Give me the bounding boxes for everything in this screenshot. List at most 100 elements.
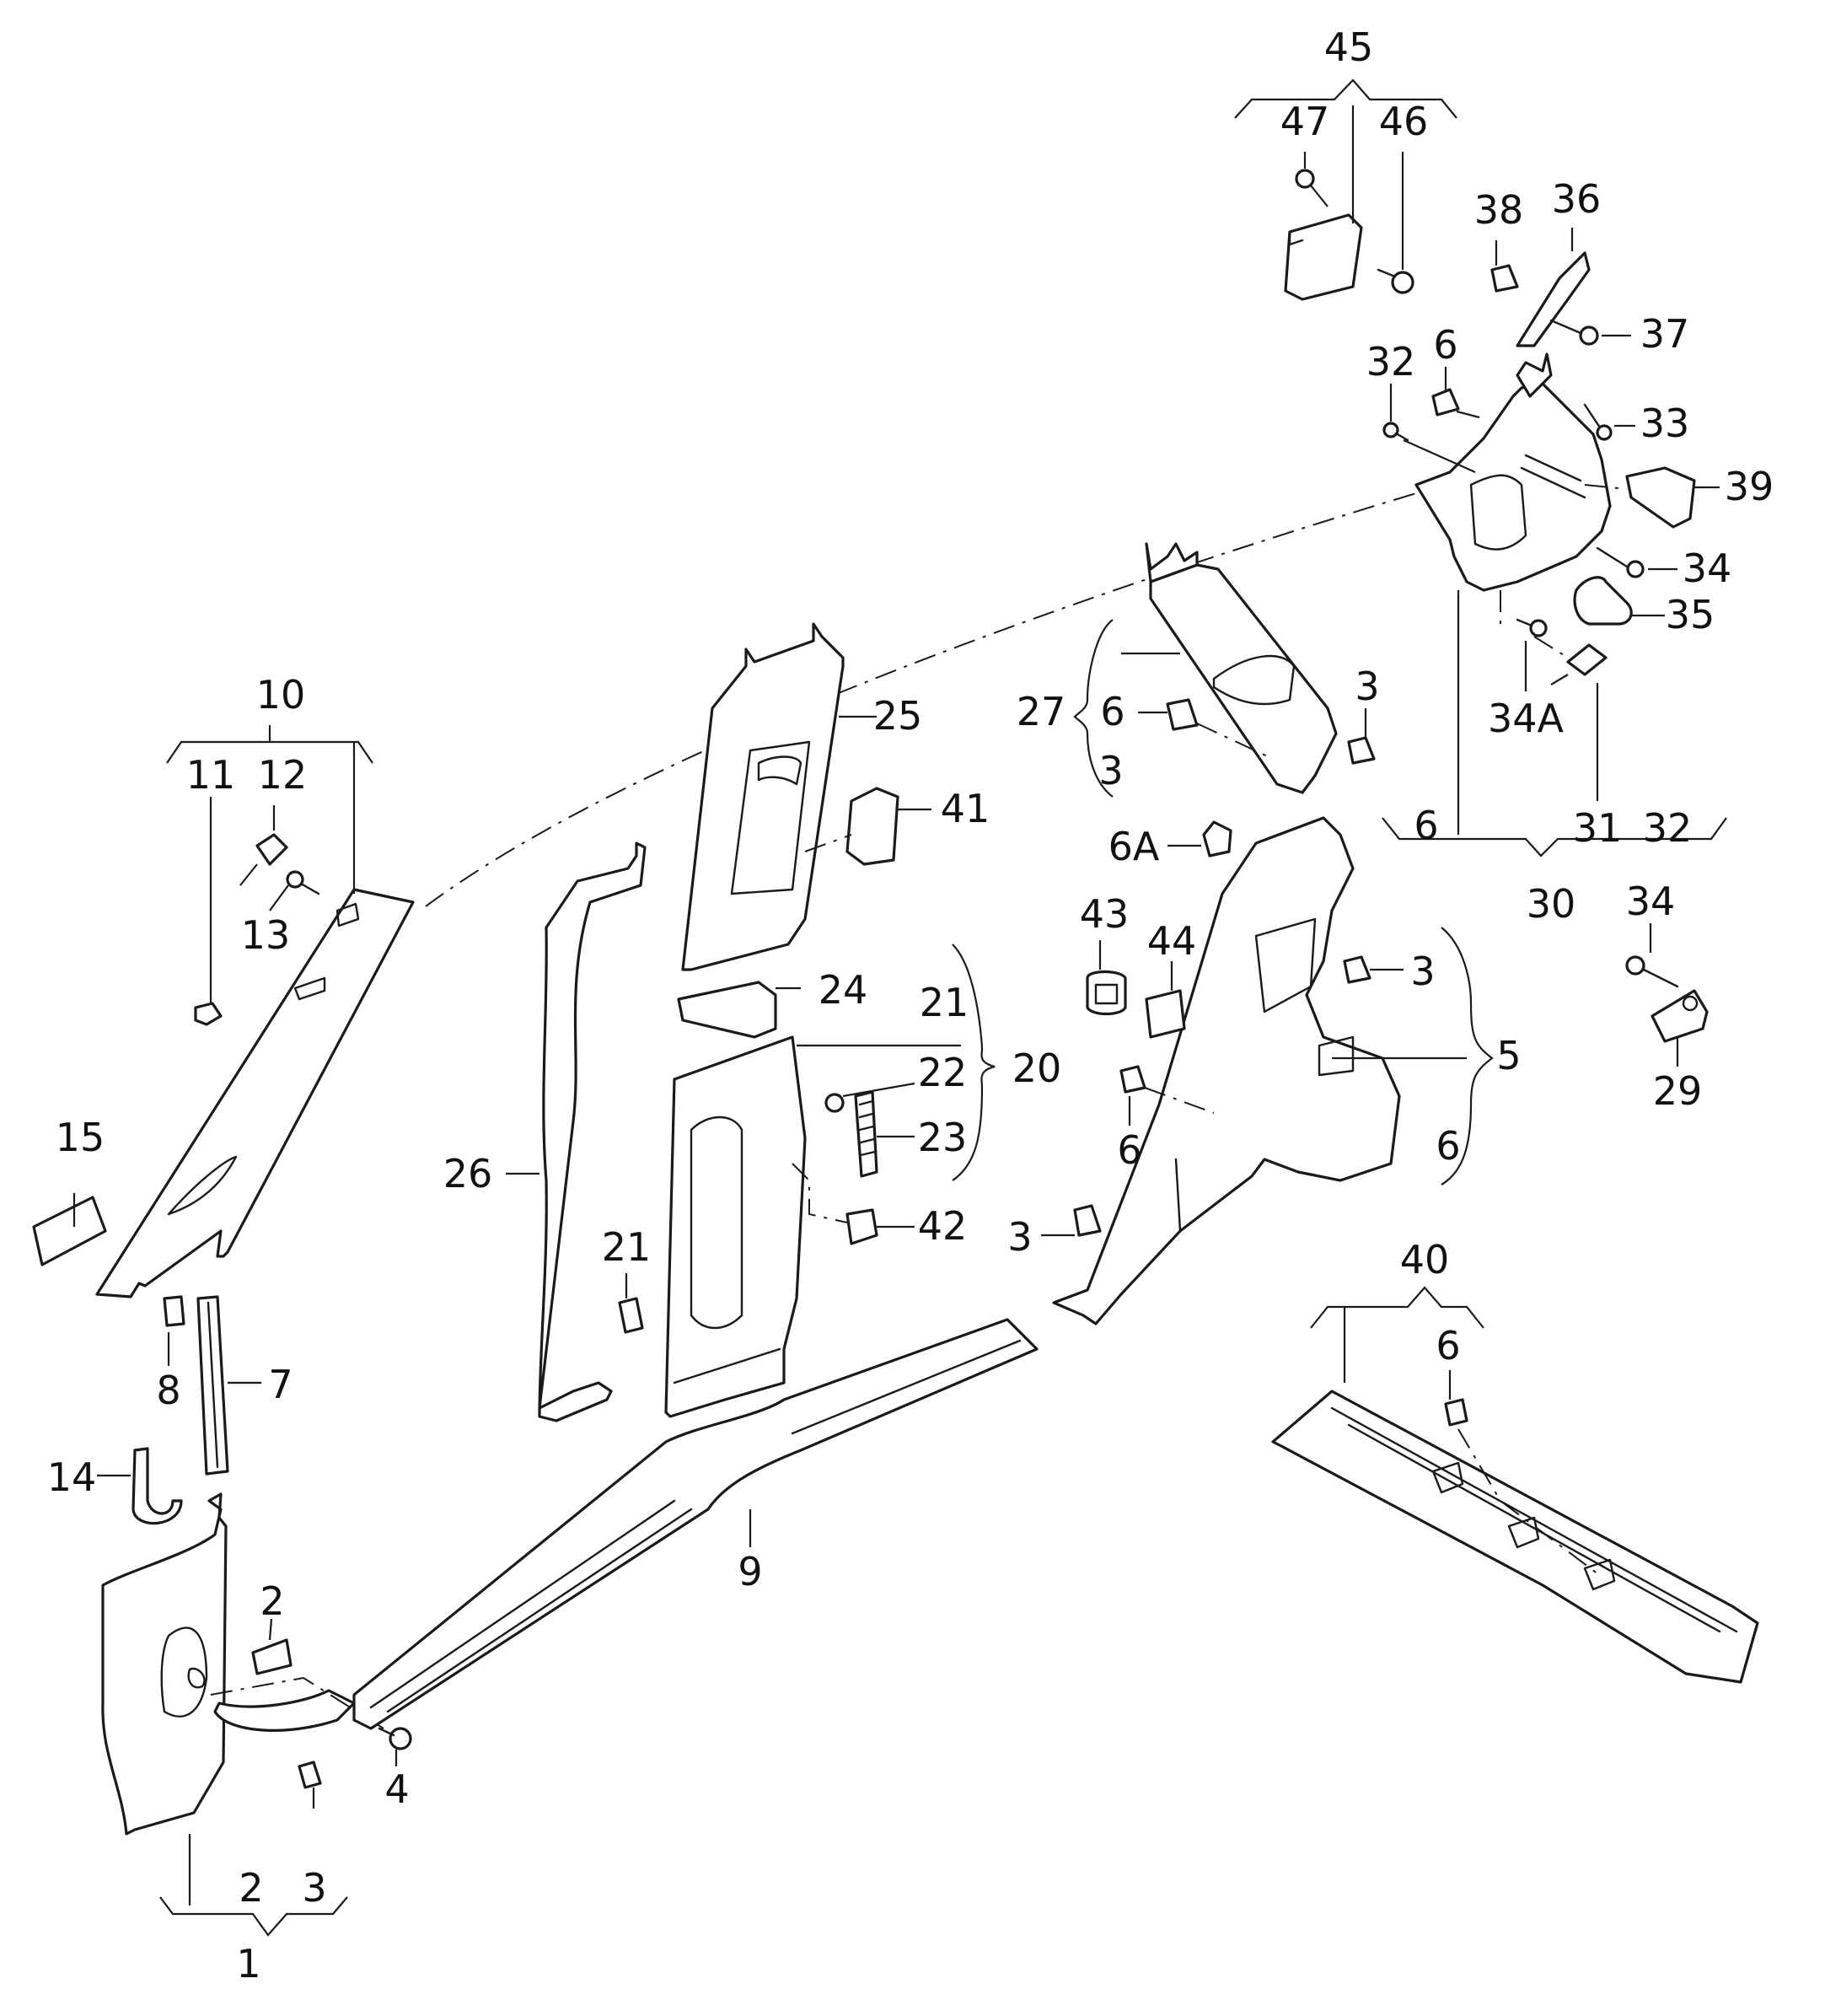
callout-21: 21 [920, 980, 969, 1025]
callout-6: 6 [1436, 1323, 1460, 1368]
screw-32-shape [1382, 422, 1409, 442]
handle-35 [1573, 576, 1633, 626]
rear-quarter-lower-trim [1052, 816, 1401, 1325]
clip-11-shape [194, 1002, 223, 1026]
callout-12: 12 [258, 752, 308, 798]
callout-39: 39 [1725, 464, 1774, 509]
plug-12-shape [255, 833, 288, 866]
clip-3-left [1073, 1204, 1102, 1237]
clip-6-top [1431, 388, 1460, 417]
upper-rear-panel [1414, 352, 1612, 592]
cover-41 [845, 787, 899, 866]
callout-5: 5 [1496, 1033, 1521, 1078]
grommet-43 [1086, 970, 1127, 1016]
callout-34: 34 [1683, 546, 1732, 591]
callout-11: 11 [186, 752, 236, 798]
screw-13-shape [286, 870, 320, 895]
callout-2: 2 [260, 1578, 284, 1624]
callout-22: 22 [918, 1050, 968, 1095]
clip-42 [845, 1208, 878, 1245]
bracket-29 [1651, 989, 1709, 1043]
callout-32: 32 [1366, 339, 1416, 384]
clip-44 [1145, 989, 1186, 1039]
callout-6: 6 [1100, 689, 1125, 734]
callout-30: 30 [1527, 881, 1576, 927]
callout-27: 27 [1017, 689, 1066, 734]
callout-24: 24 [819, 967, 868, 1013]
callout-46: 46 [1379, 99, 1429, 144]
cover-39 [1625, 466, 1696, 529]
callout-44: 44 [1147, 918, 1197, 964]
clip-6-upper [1166, 698, 1199, 731]
callout-41: 41 [941, 786, 990, 831]
callout-6a: 6A [1108, 824, 1160, 869]
c-pillar-upper-trim [1145, 542, 1338, 794]
plug-31 [1566, 643, 1608, 676]
callout-38: 38 [1474, 187, 1524, 233]
clip-6a [1202, 820, 1232, 857]
callout-25: 25 [873, 693, 923, 739]
nut-46 [1377, 268, 1414, 294]
clip-8 [163, 1295, 185, 1327]
callout-10: 10 [256, 672, 306, 718]
screw-34-lower-shape [1625, 955, 1679, 988]
a-pillar-trim [95, 888, 415, 1298]
pillar-seal-26 [538, 841, 647, 1422]
callout-13: 13 [241, 912, 291, 958]
callout-2: 2 [239, 1865, 263, 1911]
clip-2 [251, 1638, 293, 1675]
callout-32: 32 [1643, 805, 1693, 851]
screw-33-shape [1583, 403, 1613, 441]
callout-40: 40 [1400, 1237, 1450, 1282]
clip-22 [824, 1093, 845, 1113]
clip-21-lower [618, 1297, 644, 1334]
sill-panel [352, 1318, 1039, 1730]
callout-29: 29 [1653, 1068, 1703, 1114]
kick-panel [101, 1492, 356, 1836]
screw-4-shape [378, 1727, 412, 1750]
screw-37-shape [1549, 319, 1599, 346]
callout-35: 35 [1666, 592, 1715, 637]
clip-3-lower [298, 1761, 322, 1789]
callout-3: 3 [1410, 949, 1435, 994]
callout-3: 3 [1098, 748, 1123, 793]
callout-6: 6 [1117, 1127, 1141, 1173]
label-15-shape [32, 1196, 107, 1266]
callout-31: 31 [1573, 805, 1623, 851]
clip-6-mid [1119, 1065, 1146, 1094]
callout-8: 8 [156, 1368, 180, 1413]
callout-34a: 34A [1488, 696, 1565, 741]
callout-36: 36 [1552, 176, 1602, 222]
clip-14 [132, 1447, 183, 1525]
callout-34: 34 [1626, 879, 1676, 924]
callout-21: 21 [602, 1224, 652, 1270]
callout-23: 23 [918, 1115, 968, 1160]
callout-45: 45 [1324, 24, 1374, 70]
clip-3-upper [1347, 736, 1376, 765]
callout-6: 6 [1436, 1123, 1460, 1169]
callout-33: 33 [1640, 401, 1690, 446]
callout-15: 15 [56, 1115, 105, 1160]
callout-6: 6 [1414, 803, 1438, 848]
callout-37: 37 [1640, 311, 1690, 357]
callout-42: 42 [918, 1203, 968, 1249]
callout-7: 7 [268, 1362, 293, 1407]
clip-47 [1295, 169, 1315, 189]
rear-sill-panel [1271, 1390, 1759, 1684]
grille-23 [854, 1090, 878, 1178]
callout-26: 26 [443, 1151, 493, 1196]
callout-14: 14 [47, 1454, 97, 1500]
bracket-24 [677, 981, 777, 1039]
screw-34-upper-shape [1596, 546, 1645, 578]
lower-b-pillar-trim [664, 1035, 807, 1418]
callout-3: 3 [302, 1865, 326, 1911]
callout-4: 4 [384, 1766, 409, 1812]
clip-6-sill [1444, 1398, 1468, 1427]
callout-47: 47 [1280, 99, 1330, 144]
callout-6: 6 [1433, 322, 1457, 368]
bracket-36 [1516, 251, 1591, 347]
upper-b-pillar-trim [681, 622, 845, 971]
clip-3-right [1343, 955, 1371, 984]
callout-43: 43 [1080, 891, 1130, 937]
